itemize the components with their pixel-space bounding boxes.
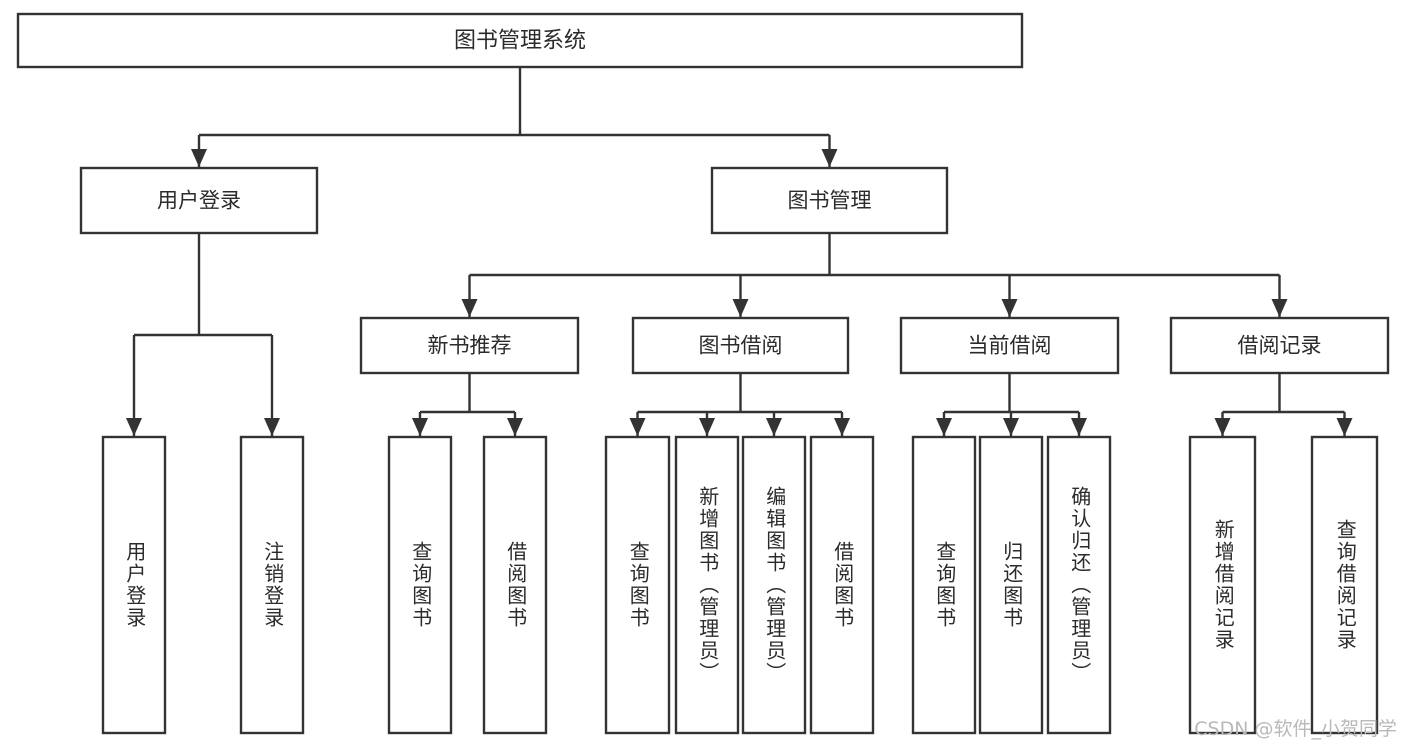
node-leaf-4[interactable] <box>604 435 671 735</box>
arrow-head-icon <box>412 418 428 436</box>
arrow-head-icon <box>936 418 952 436</box>
arrow-head-icon <box>834 418 850 436</box>
node-leaf-8[interactable] <box>911 435 977 735</box>
arrow-head-icon <box>126 418 142 436</box>
arrow-head-icon <box>1214 418 1231 436</box>
arrow-head-icon <box>766 418 782 436</box>
node-root[interactable] <box>16 12 1024 69</box>
node-boxes <box>16 12 1390 735</box>
node-leaf-6[interactable] <box>741 435 807 735</box>
node-level3-1[interactable] <box>631 316 850 375</box>
node-level3-0-label: 新书推荐 <box>428 334 512 358</box>
node-leaf-3[interactable] <box>482 435 548 735</box>
node-level3-0[interactable] <box>359 316 580 375</box>
arrow-head-icon <box>732 299 749 317</box>
node-level3-3[interactable] <box>1169 316 1390 375</box>
arrow-head-icon <box>629 418 646 436</box>
node-leaf-10[interactable] <box>1046 435 1112 735</box>
node-level3-3-label: 借阅记录 <box>1238 334 1322 358</box>
node-leaf-1[interactable] <box>239 435 305 735</box>
node-level2-1[interactable] <box>710 166 949 235</box>
node-leaf-0[interactable] <box>101 435 167 735</box>
node-level3-2[interactable] <box>899 316 1120 375</box>
arrow-head-icon <box>1071 418 1087 436</box>
arrow-head-icon <box>507 418 523 436</box>
arrow-head-icon <box>821 149 838 167</box>
arrow-head-icon <box>1271 299 1288 317</box>
arrow-head-icon <box>1336 418 1353 436</box>
node-leaf-9[interactable] <box>978 435 1044 735</box>
node-level3-2-label: 当前借阅 <box>968 334 1052 358</box>
arrow-head-icon <box>264 418 280 436</box>
node-leaf-12[interactable] <box>1310 435 1379 735</box>
arrow-head-icon <box>1003 418 1019 436</box>
arrow-head-icon <box>1001 299 1018 317</box>
node-level2-0-label: 用户登录 <box>157 189 241 213</box>
arrow-head-icon <box>699 418 715 436</box>
arrow-head-icon <box>191 149 207 167</box>
arrow-head-icon <box>461 299 478 317</box>
node-level3-1-label: 图书借阅 <box>699 334 783 358</box>
node-root-label: 图书管理系统 <box>454 29 586 54</box>
node-leaf-5[interactable] <box>674 435 740 735</box>
node-leaf-7[interactable] <box>809 435 875 735</box>
connector-lines <box>126 67 1353 436</box>
node-leaf-2[interactable] <box>387 435 453 735</box>
node-level2-1-label: 图书管理 <box>788 189 872 213</box>
node-leaf-11[interactable] <box>1188 435 1257 735</box>
node-level2-0[interactable] <box>79 166 319 235</box>
